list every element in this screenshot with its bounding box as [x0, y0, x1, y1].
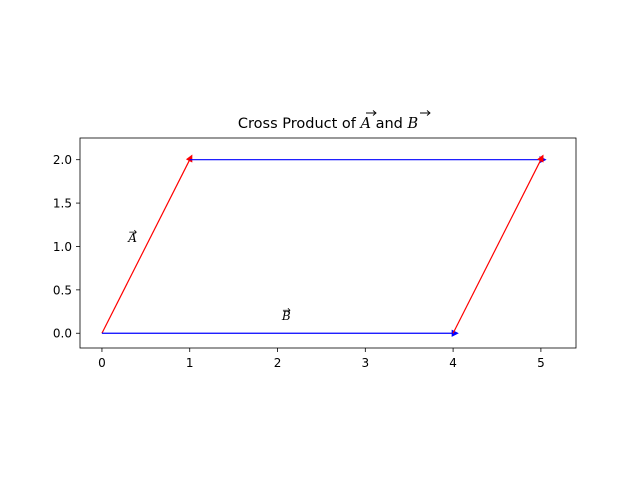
y-tick-label: 1.5: [53, 197, 72, 211]
x-tick-label: 2: [274, 356, 282, 370]
vector-label-arrow-a: [129, 229, 137, 235]
chart-title: Cross Product of A and B: [238, 116, 419, 132]
x-tick-label: 0: [98, 356, 106, 370]
x-axis: 0 1 2 3 4 5: [98, 348, 545, 370]
vector-label-b: B: [281, 309, 291, 323]
x-tick-label: 5: [537, 356, 545, 370]
y-tick-label: 0.5: [53, 283, 72, 297]
vector-a-arrow-3: [452, 154, 544, 334]
y-tick-label: 0.0: [53, 327, 72, 341]
title-vector-arrows: [366, 110, 431, 116]
title-arrow-a: [366, 110, 377, 116]
x-tick-label: 4: [449, 356, 457, 370]
y-tick-label: 2.0: [53, 153, 72, 167]
x-tick-label: 3: [361, 356, 369, 370]
vector-a-arrow-0: [101, 154, 193, 334]
title-arrow-b: [420, 110, 431, 116]
vector-label-a: A: [127, 231, 137, 245]
vector-series: [101, 154, 547, 337]
vector-annotations: AB: [127, 229, 291, 323]
y-axis: 0.0 0.5 1.0 1.5 2.0: [53, 153, 80, 341]
vector-label-arrow-b: [282, 307, 291, 313]
y-tick-label: 1.0: [53, 240, 72, 254]
x-tick-label: 1: [186, 356, 194, 370]
plot-area: [79, 137, 577, 349]
